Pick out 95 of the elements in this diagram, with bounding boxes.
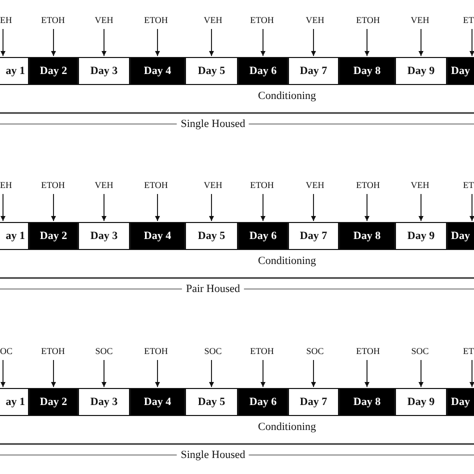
day-box: Day 8 (339, 388, 395, 416)
day-box: Day 4 (130, 57, 185, 85)
day-box: Day 2 (29, 222, 78, 250)
day-box: Day (447, 388, 474, 416)
treatment-label: SOC (193, 345, 233, 357)
treatment-label: ETOH (33, 345, 73, 357)
day-box: ay 1 (0, 222, 29, 250)
arrow (364, 28, 370, 56)
treatment-label: SOC (84, 345, 124, 357)
arrow (418, 28, 424, 56)
day-box: Day 6 (238, 388, 288, 416)
treatment-label: VEH (295, 179, 335, 191)
arrow (155, 28, 160, 56)
day-box: ay 1 (0, 57, 29, 85)
day-box: Day 3 (78, 57, 130, 85)
arrow (260, 28, 266, 56)
day-box: Day 5 (185, 222, 238, 250)
arrow (470, 194, 474, 222)
day-box: Day 7 (288, 57, 339, 85)
treatment-label: EH (0, 14, 14, 26)
day-box: Day 9 (395, 222, 447, 250)
arrow (51, 360, 56, 388)
treatment-label: ETOH (33, 14, 73, 26)
arrow (311, 194, 316, 222)
day-box: Day 4 (130, 388, 185, 416)
day-box: Day 2 (29, 57, 78, 85)
day-box: Day 7 (288, 388, 339, 416)
day-box: Day 9 (395, 388, 447, 416)
day-box: Day 3 (78, 388, 130, 416)
arrow (470, 28, 474, 56)
day-box: Day 5 (185, 57, 238, 85)
day-box: Day 2 (29, 388, 78, 416)
arrow (0, 360, 6, 388)
day-box: Day 5 (185, 388, 238, 416)
treatment-label: VEH (193, 179, 233, 191)
treatment-label: VEH (400, 179, 440, 191)
arrow (311, 360, 316, 388)
arrow (209, 360, 214, 388)
treatment-label: ETOH (136, 14, 176, 26)
day-box: ay 1 (0, 388, 29, 416)
treatment-label: VEH (84, 179, 124, 191)
treatment-label: ETOH (242, 179, 282, 191)
day-box: Day (447, 222, 474, 250)
day-box: Day 3 (78, 222, 130, 250)
day-box: Day 4 (130, 222, 185, 250)
treatment-label: ET (460, 345, 474, 357)
treatment-label: ETOH (136, 179, 176, 191)
arrow (260, 194, 266, 222)
arrow (155, 194, 160, 222)
day-box: Day 8 (339, 222, 395, 250)
arrow (311, 28, 316, 56)
treatment-label: ETOH (348, 345, 388, 357)
arrow (470, 360, 474, 388)
treatment-label: VEH (84, 14, 124, 26)
arrow (209, 28, 214, 56)
phase-label: Conditioning (258, 255, 316, 268)
arrow (418, 360, 424, 388)
treatment-label: SOC (400, 345, 440, 357)
treatment-label: VEH (193, 14, 233, 26)
treatment-label: ETOH (136, 345, 176, 357)
day-box: Day (447, 57, 474, 85)
arrow (0, 28, 6, 56)
arrow (364, 360, 370, 388)
treatment-label: ETOH (348, 179, 388, 191)
treatment-label: EH (0, 179, 14, 191)
housing-label: Single Housed (176, 118, 250, 131)
arrow (51, 28, 56, 56)
day-box: Day 6 (238, 57, 288, 85)
phase-label: Conditioning (258, 421, 316, 434)
day-box: Day 6 (238, 222, 288, 250)
arrow (155, 360, 160, 388)
arrow (102, 360, 106, 388)
arrow (51, 194, 56, 222)
treatment-label: ET (460, 179, 474, 191)
treatment-label: ETOH (348, 14, 388, 26)
day-box: Day 8 (339, 57, 395, 85)
treatment-label: OC (0, 345, 14, 357)
treatment-label: ETOH (33, 179, 73, 191)
treatment-label: ET (460, 14, 474, 26)
treatment-label: VEH (295, 14, 335, 26)
arrow (260, 360, 266, 388)
arrow (0, 194, 6, 222)
arrow (102, 28, 106, 56)
day-box: Day 9 (395, 57, 447, 85)
treatment-label: SOC (295, 345, 335, 357)
arrow (209, 194, 214, 222)
treatment-label: ETOH (242, 14, 282, 26)
treatment-label: VEH (400, 14, 440, 26)
arrow (102, 194, 106, 222)
treatment-label: ETOH (242, 345, 282, 357)
arrow (364, 194, 370, 222)
phase-label: Conditioning (258, 90, 316, 103)
arrow (418, 194, 424, 222)
day-box: Day 7 (288, 222, 339, 250)
housing-label: Single Housed (176, 449, 250, 462)
